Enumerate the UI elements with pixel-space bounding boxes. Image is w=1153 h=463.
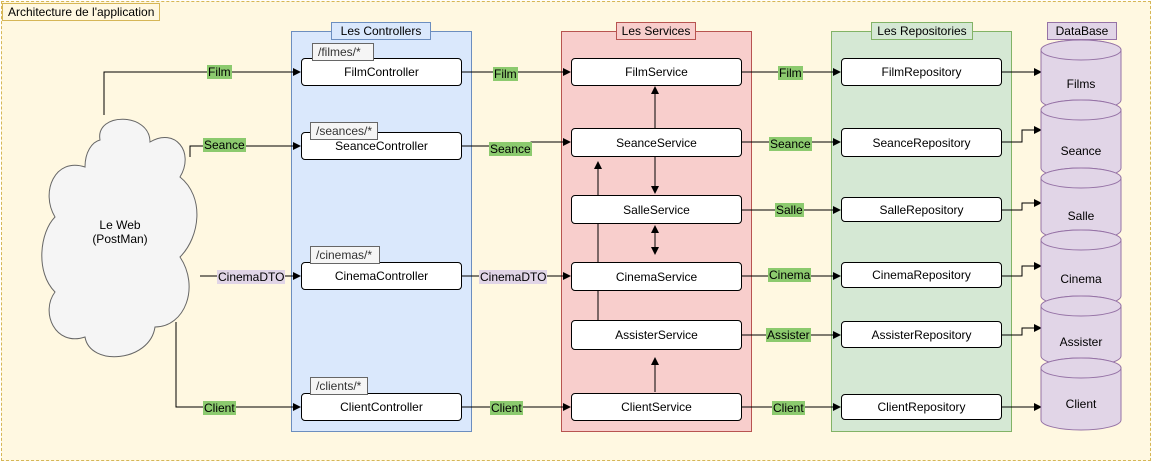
- film-controller-path: /filmes/*: [312, 43, 374, 61]
- film-service: FilmService: [571, 58, 742, 86]
- web-cinema-label: CinemaDTO: [217, 270, 286, 284]
- assister-repository: AssisterRepository: [841, 321, 1002, 348]
- cinema-table-label: Cinema: [1060, 272, 1102, 286]
- ctrl-cinema-label: CinemaDTO: [479, 270, 548, 284]
- film-repository: FilmRepository: [841, 58, 1002, 86]
- web-cloud-label: Le Web (PostMan): [92, 218, 148, 246]
- database-column-title: DataBase: [1047, 22, 1117, 40]
- svc-seance-label: Seance: [769, 137, 812, 151]
- client-table-label: Client: [1065, 397, 1097, 411]
- cinema-controller-path: /cinemas/*: [310, 246, 380, 264]
- films-table-label: Films: [1066, 77, 1096, 91]
- services-column-title: Les Services: [616, 22, 696, 40]
- ctrl-client-label: Client: [490, 401, 523, 415]
- assister-table-label: Assister: [1059, 335, 1103, 349]
- cinema-controller: CinemaController: [301, 262, 462, 290]
- web-client-label: Client: [203, 401, 236, 415]
- seance-controller-path: /seances/*: [310, 122, 378, 140]
- client-controller-path: /clients/*: [310, 377, 368, 395]
- seance-service: SeanceService: [571, 128, 742, 157]
- web-film-arrow: [103, 68, 301, 115]
- web-film-label: Film: [207, 65, 232, 79]
- repositories-column-title: Les Repositories: [871, 22, 973, 40]
- web-cloud-icon: [41, 118, 198, 358]
- repo-cinema-arrow: [1002, 262, 1042, 277]
- salle-table-label: Salle: [1067, 209, 1095, 223]
- diagram-title: Architecture de l'application: [2, 3, 161, 21]
- repositories-column: [831, 31, 1012, 432]
- client-service: ClientService: [571, 393, 742, 421]
- assister-service: AssisterService: [571, 320, 742, 350]
- cinema-service: CinemaService: [571, 262, 742, 291]
- web-client-arrow: [175, 322, 301, 411]
- ctrl-film-label: Film: [493, 67, 518, 81]
- web-seance-label: Seance: [203, 138, 246, 152]
- repo-seance-arrow: [1002, 126, 1042, 143]
- svc-cinema-label: Cinema: [768, 268, 812, 282]
- ctrl-seance-label: Seance: [489, 142, 532, 156]
- controllers-column-title: Les Controllers: [331, 22, 431, 40]
- cinema-repository: CinemaRepository: [841, 262, 1002, 288]
- svc-salle-label: Salle: [775, 203, 804, 217]
- svc-film-label: Film: [778, 66, 803, 80]
- client-repository: ClientRepository: [841, 394, 1002, 420]
- salle-repository: SalleRepository: [841, 197, 1002, 222]
- controllers-column: [291, 31, 472, 432]
- svc-assister-label: Assister: [766, 328, 811, 342]
- seance-repository: SeanceRepository: [841, 128, 1002, 157]
- repo-assister-arrow: [1002, 324, 1042, 336]
- seance-controller: SeanceController: [301, 132, 462, 160]
- film-controller: FilmController: [301, 58, 462, 86]
- database-cylinders: [1040, 39, 1122, 431]
- seance-table-label: Seance: [1060, 144, 1102, 158]
- salle-service: SalleService: [571, 195, 742, 224]
- web-seance-arrow: [189, 142, 301, 157]
- svc-client-label: Client: [772, 401, 805, 415]
- client-controller: ClientController: [301, 393, 462, 421]
- repo-salle-arrow: [1002, 199, 1042, 211]
